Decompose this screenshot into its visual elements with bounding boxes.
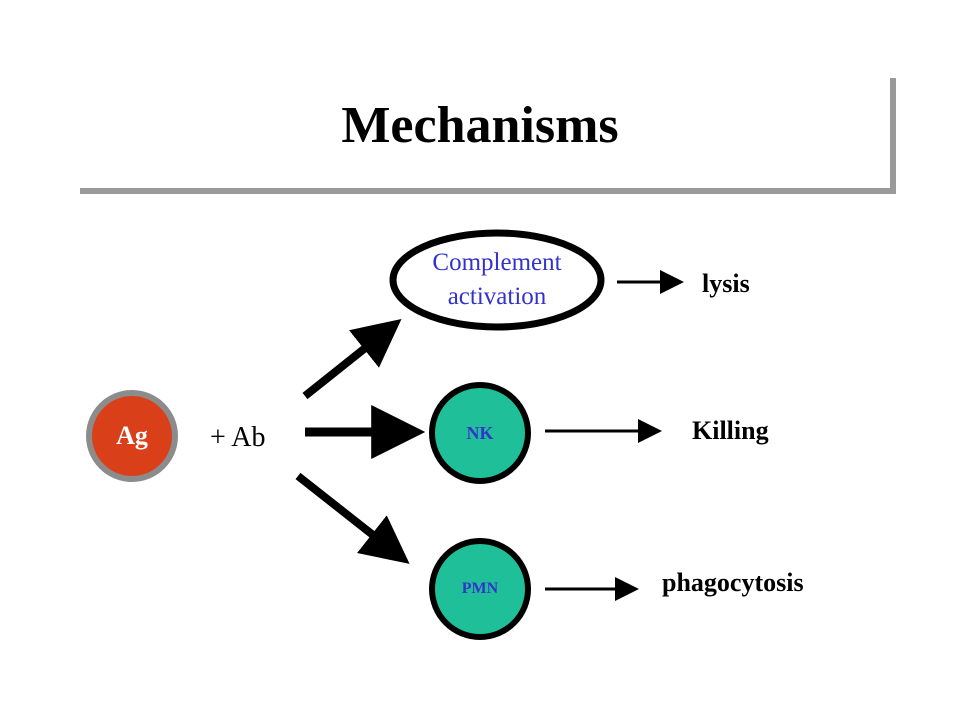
nk-cell-circle [429,382,531,484]
slide-title: Mechanisms [341,97,619,154]
complement-activation-label: Complement activation [404,246,590,314]
pmn-cell-label: PMN [461,580,499,597]
title-frame-bottom-border [80,188,896,194]
complement-activation-oval [389,229,605,331]
antibody-label: + Ab [210,422,266,453]
complement-label-line2: activation [447,283,547,310]
arrow-to-complement [302,319,402,400]
arrow-to-pmn [295,472,410,564]
lysis-outcome-label: lysis [702,269,750,298]
killing-outcome-label: Killing [692,416,769,445]
pmn-cell-circle [429,538,531,640]
complement-label-line1: Complement [432,249,562,276]
phagocytosis-outcome-label: phagocytosis [662,568,804,597]
antigen-core [92,396,172,476]
title-frame-right-border [890,78,896,194]
antigen-label: Ag [116,421,148,450]
nk-cell-label: NK [466,423,494,443]
